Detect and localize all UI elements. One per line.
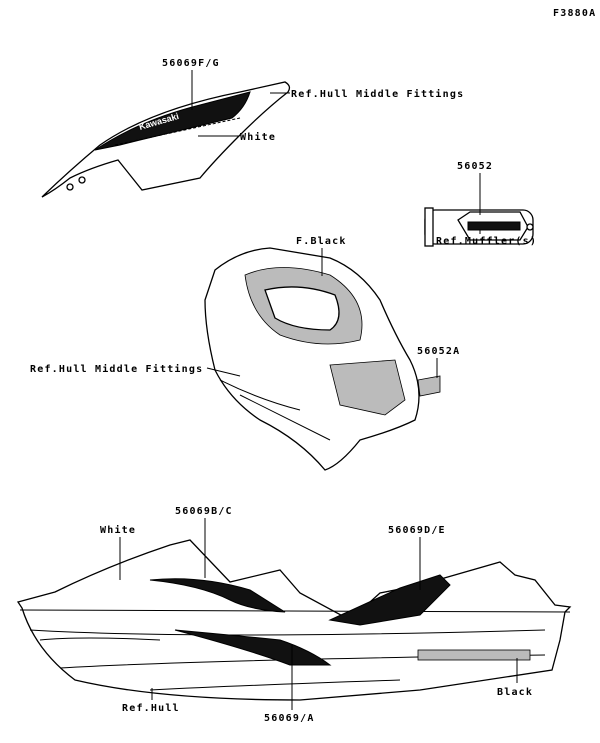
muffler-drawing xyxy=(424,207,534,247)
color-white-hull: White xyxy=(100,524,136,536)
clip-56052a-drawing xyxy=(417,375,441,397)
color-black-hull: Black xyxy=(497,687,533,698)
part-number-56069fg: 56069F/G xyxy=(162,58,220,69)
part-number-56052a: 56052A xyxy=(417,346,460,357)
part-number-56052: 56052 xyxy=(457,161,493,172)
part-number-56069a: 56069/A xyxy=(264,713,315,724)
middle-fittings-drawing xyxy=(204,247,420,471)
ref-hull-middle-fittings-middle: Ref.Hull Middle Fittings xyxy=(30,363,203,375)
part-number-56069de: 56069D/E xyxy=(388,525,446,536)
top-decal-drawing: Kawasaki xyxy=(41,81,291,198)
color-f-black: F.Black xyxy=(296,236,347,247)
part-number-56069bc: 56069B/C xyxy=(175,506,233,517)
hull-drawing xyxy=(16,539,572,701)
ref-hull: Ref.Hull xyxy=(122,703,180,714)
ref-hull-middle-fittings-top: Ref.Hull Middle Fittings xyxy=(291,88,464,100)
ref-mufflers: Ref.Muffler(s) xyxy=(436,236,537,247)
figure-code: F3880A xyxy=(553,8,596,19)
color-white-top: White xyxy=(240,131,276,143)
